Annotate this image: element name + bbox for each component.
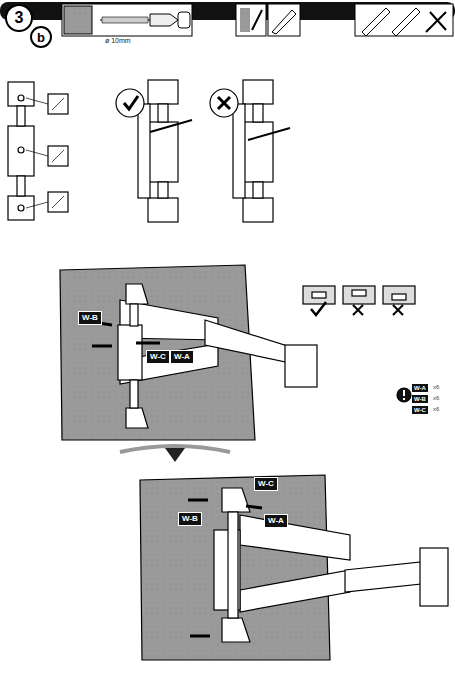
part-tag: W-C — [412, 406, 428, 414]
plate-details — [8, 80, 290, 222]
header-bar — [0, 2, 455, 36]
step-number: 3 — [15, 10, 24, 26]
part-tag: W-B — [78, 311, 102, 325]
step-number: b — [37, 31, 45, 44]
quantity-label: x6 — [433, 406, 439, 412]
quantity-label: x6 — [433, 384, 439, 390]
step-circle: 3 — [5, 4, 33, 32]
part-tag: W-A — [412, 384, 428, 392]
quantity-label: x6 — [433, 395, 439, 401]
mount-step-1 — [60, 265, 415, 440]
mount-step-2 — [140, 475, 448, 660]
part-tag: W-B — [178, 512, 202, 526]
part-tag: W-C — [254, 477, 278, 491]
part-tag: W-B — [412, 395, 428, 403]
part-tag: W-A — [170, 350, 194, 364]
transition-arrowhead — [165, 448, 185, 462]
part-tag: W-C — [146, 350, 170, 364]
step-circle: b — [30, 26, 52, 48]
dimension-label: ø 10mm — [104, 37, 132, 44]
part-tag: W-A — [264, 514, 288, 528]
